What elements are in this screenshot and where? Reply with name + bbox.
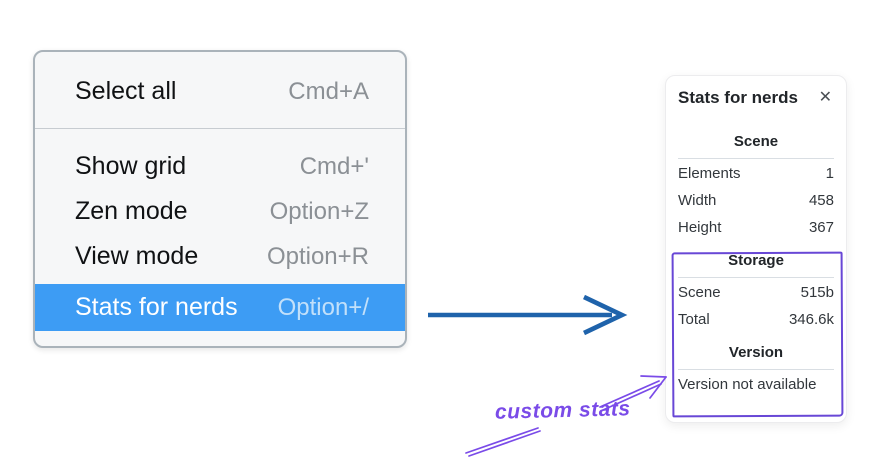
menu-item-select-all[interactable]: Select all Cmd+A [35, 69, 405, 114]
stat-row-width: Width 458 [678, 187, 834, 214]
stat-row-total-storage: Total 346.6k [678, 306, 834, 333]
section-header-scene: Scene [733, 133, 779, 150]
close-icon[interactable]: ✕ [818, 89, 832, 106]
stats-panel-title: Stats for nerds [678, 88, 798, 107]
stat-value: 346.6k [788, 311, 834, 328]
view-context-menu: Select all Cmd+A Show grid Cmd+' Zen mod… [33, 50, 407, 348]
menu-divider [35, 128, 405, 129]
flow-arrow [428, 294, 628, 336]
stat-value: 458 [808, 192, 834, 209]
stat-value: 1 [825, 165, 834, 182]
menu-item-zen-mode[interactable]: Zen mode Option+Z [35, 189, 405, 234]
menu-item-label: Stats for nerds [75, 293, 238, 321]
stats-panel-header: Stats for nerds ✕ [678, 88, 834, 108]
menu-item-view-mode[interactable]: View mode Option+R [35, 234, 405, 279]
menu-item-shortcut: Cmd+A [288, 77, 369, 105]
menu-item-label: View mode [75, 242, 199, 270]
menu-item-shortcut: Option+R [266, 242, 369, 270]
stat-label: Width [678, 192, 717, 209]
section-header-version: Version [728, 344, 784, 361]
stat-row-scene-storage: Scene 515b [678, 279, 834, 306]
version-note: Version not available [678, 376, 817, 393]
section-header-storage: Storage [728, 252, 784, 269]
menu-item-shortcut: Cmd+' [299, 152, 369, 180]
menu-item-show-grid[interactable]: Show grid Cmd+' [35, 144, 405, 189]
annotation-text: custom stats [494, 397, 631, 424]
stats-panel: Stats for nerds ✕ Scene Elements 1 Width… [665, 75, 847, 423]
section-divider [678, 158, 834, 159]
stat-label: Scene [678, 284, 721, 301]
section-divider [678, 277, 834, 278]
menu-item-shortcut: Option+Z [269, 197, 369, 225]
stat-label: Height [678, 219, 722, 236]
section-divider [678, 369, 834, 370]
stat-value: 515b [800, 284, 834, 301]
stat-row-elements: Elements 1 [678, 160, 834, 187]
stat-label: Total [678, 311, 710, 328]
menu-item-shortcut: Option+/ [277, 293, 369, 321]
stat-label: Elements [678, 165, 741, 182]
menu-item-stats-for-nerds[interactable]: Stats for nerds Option+/ [35, 284, 405, 331]
menu-item-label: Show grid [75, 152, 187, 180]
stat-value: 367 [808, 219, 834, 236]
stat-row-height: Height 367 [678, 214, 834, 241]
menu-item-label: Select all [75, 77, 177, 105]
menu-item-label: Zen mode [75, 197, 188, 225]
